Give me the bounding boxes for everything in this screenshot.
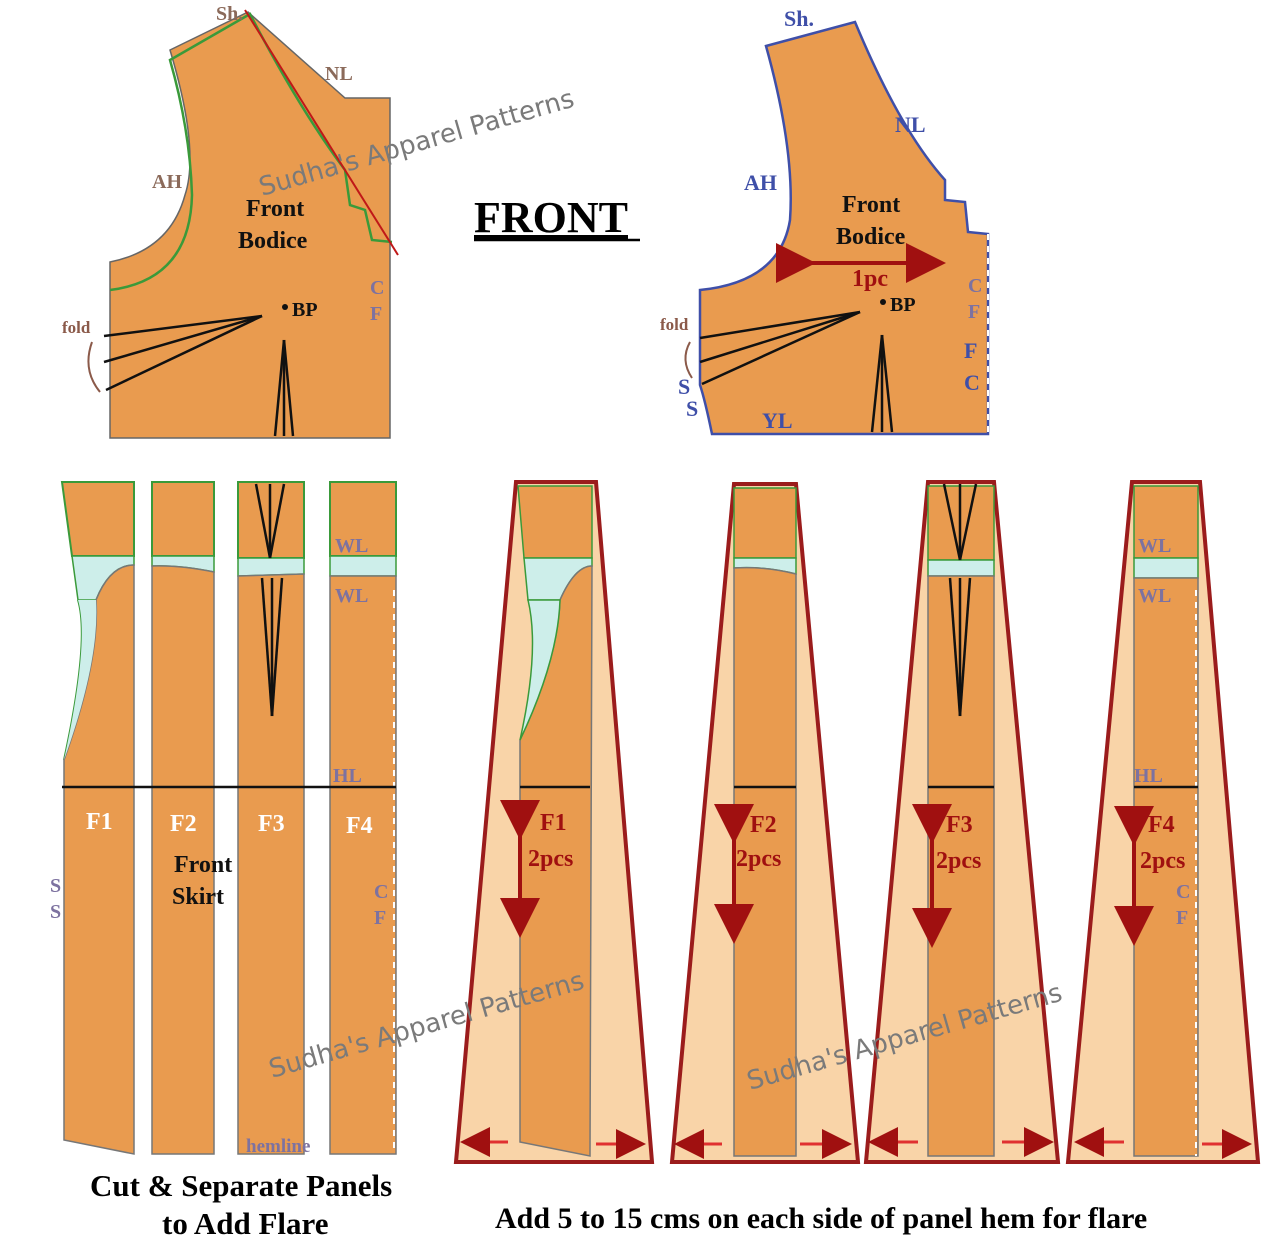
front-bodice-right: Sh. NL AH Front Bodice 1pc BP C F F C S … [660,6,990,436]
bodice-right-bp-label: BP [890,294,916,316]
caption-left-line2: to Add Flare [162,1206,329,1241]
flared-wl-bottom: WL [1138,585,1171,607]
bodice-right-fc-f: F [964,338,977,363]
skirt-left-front: Front [174,852,232,878]
skirt-left-wl-bottom: WL [335,585,368,607]
flared-f4-name: F4 [1148,812,1175,838]
skirt-left-wl-top: WL [335,535,368,557]
skirt-separated-panels: WL WL HL F1 F2 F3 F4 Front Skirt S S C F… [50,481,397,1157]
skirt-left-f3: F3 [258,811,285,837]
panel-f3-separated [237,481,305,1155]
bodice-right-fold-arrow [684,341,693,379]
bodice-left-bp-dot [282,304,288,310]
bodice-left-nl-label: NL [325,63,353,85]
skirt-left-ss-s1: S [50,875,61,897]
bodice-left-bp-label: BP [292,299,318,321]
flared-hl: HL [1134,765,1163,787]
bodice-left-fold-arrow [87,341,101,393]
skirt-left-f1: F1 [86,809,113,835]
flared-f3-pieces: 2pcs [936,848,981,874]
bodice-right-nl-label: NL [895,112,926,137]
bodice-left-front-label: Front [246,196,304,222]
bodice-right-fc-c: C [964,370,980,395]
flared-panels: F1 2pcs F2 2pcs F3 2pcs F4 2pcs WL WL HL… [453,480,1261,1164]
page-title: FRONT [474,193,628,242]
skirt-left-f2: F2 [170,811,197,837]
bodice-left-ah-label: AH [152,171,182,193]
flared-f2-pieces: 2pcs [736,846,781,872]
bodice-right-ss-s1: S [678,374,690,399]
bodice-left-bodice-label: Bodice [238,228,308,254]
flared-f2-name: F2 [750,812,777,838]
flared-f1-pieces: 2pcs [528,846,573,872]
bodice-left-cf-f: F [370,303,382,325]
bodice-right-bp-dot [880,299,886,305]
bodice-left-sh-label: Sh. [216,3,243,25]
bodice-left-shape [109,11,391,439]
skirt-left-ss-s2: S [50,901,61,923]
panel-f2-separated [151,481,215,1155]
bodice-right-cf-c: C [968,275,982,297]
flared-panel-f3 [863,480,1061,1164]
bodice-left-darts [103,314,295,437]
panel-f1-separated [60,481,135,1155]
flared-panel-f4 [1065,480,1261,1164]
bodice-right-darts [699,310,894,433]
caption-left-line1: Cut & Separate Panels [90,1168,392,1203]
skirt-left-hemline: hemline [246,1136,310,1157]
bodice-right-pieces-label: 1pc [852,266,888,292]
bodice-left-green-seam [109,12,393,292]
bodice-right-fold-label: fold [660,315,689,334]
caption-right: Add 5 to 15 cms on each side of panel he… [495,1202,1147,1235]
flared-cf-c: C [1176,881,1190,903]
skirt-left-skirt: Skirt [172,884,224,910]
bodice-right-shape [698,20,990,436]
bodice-right-sh-label: Sh. [784,6,814,31]
flared-f4-pieces: 2pcs [1140,848,1185,874]
bodice-left-cf-c: C [370,277,384,299]
skirt-left-f4: F4 [346,813,373,839]
flared-cf-f: F [1176,907,1188,929]
bodice-left-fold-label: fold [62,318,91,337]
front-bodice-left: Sh. NL AH Front Bodice BP C F fold [62,3,399,439]
flared-wl-top: WL [1138,535,1171,557]
skirt-left-cf-c: C [374,881,388,903]
bodice-right-ss-s2: S [686,396,698,421]
flared-panel-f1 [453,480,655,1164]
flared-f3-name: F3 [946,812,973,838]
bodice-right-cf-f: F [968,301,980,323]
bodice-right-front-label: Front [842,192,900,218]
bodice-right-yl-label: YL [762,408,793,433]
skirt-left-hl: HL [333,765,362,787]
bodice-left-red-line [244,9,399,256]
skirt-left-cf-f: F [374,907,386,929]
flared-panel-f2 [669,482,861,1164]
panel-f4-separated [329,481,397,1155]
flared-f1-name: F1 [540,810,567,836]
bodice-right-ah-label: AH [744,170,777,195]
bodice-right-bodice-label: Bodice [836,224,906,250]
